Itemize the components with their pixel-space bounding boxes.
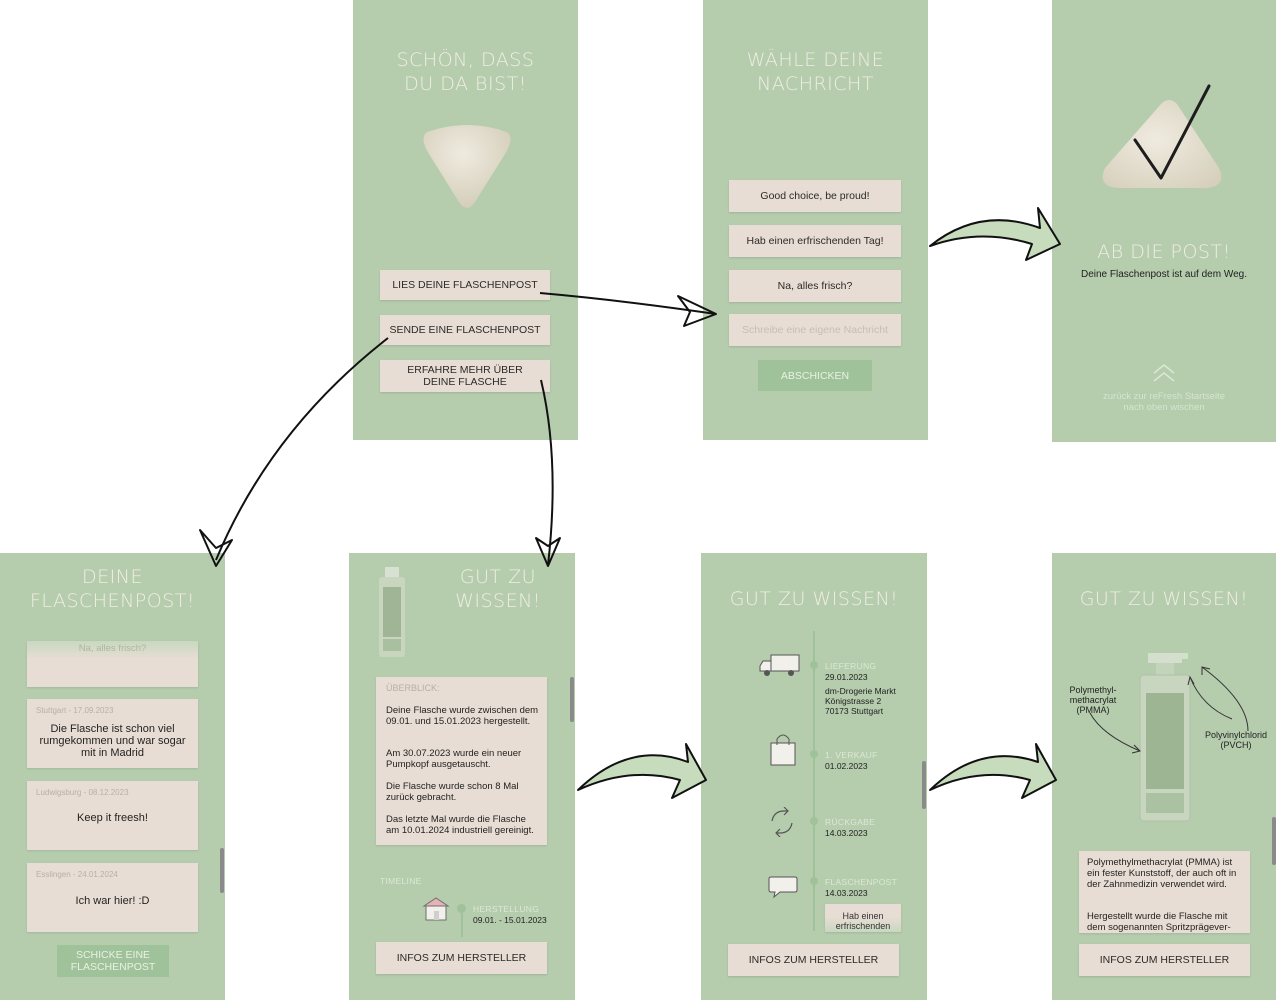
welcome-screen: SCHÖN, DASS DU DA BIST! LIES DEINE FLASC… bbox=[353, 0, 578, 440]
message-meta: Esslingen - 24.01.2024 bbox=[36, 870, 118, 879]
message-option[interactable]: Good choice, be proud! bbox=[729, 180, 901, 212]
truck-icon bbox=[759, 654, 800, 676]
factory-house-icon bbox=[422, 897, 450, 921]
back-hint-line2: nach oben wischen bbox=[1123, 402, 1205, 413]
event-label: FLASCHENPOST bbox=[825, 877, 898, 887]
event-date: 01.02.2023 bbox=[825, 761, 868, 771]
overview-card: ÜBERBLICK: Deine Flasche wurde zwischen … bbox=[376, 677, 547, 845]
message-card[interactable]: Stuttgart - 17.09.2023 Die Flasche ist s… bbox=[27, 699, 198, 768]
timeline-label: TIMELINE bbox=[380, 876, 422, 886]
swoosh-arrow-info2-to-info3 bbox=[929, 743, 1057, 799]
timeline-axis bbox=[813, 631, 815, 931]
choose-message-screen: WÄHLE DEINE NACHRICHT Good choice, be pr… bbox=[703, 0, 928, 440]
message-option[interactable]: Na, alles frisch? bbox=[729, 270, 901, 302]
event-address-line: dm-Drogerie Markt bbox=[825, 686, 896, 696]
sent-title: AB DIE POST! bbox=[1097, 241, 1231, 263]
material-label-left: Polymethyl-methacrylat (PMMA) bbox=[1069, 685, 1117, 715]
send-bottle-message-button[interactable]: SCHICKE EINE FLASCHENPOST bbox=[57, 945, 169, 977]
welcome-title: SCHÖN, DASS DU DA BIST! bbox=[396, 49, 535, 95]
event-date: 14.03.2023 bbox=[825, 828, 868, 838]
timeline-dot bbox=[810, 877, 818, 885]
message-meta: Stuttgart - 17.09.2023 bbox=[36, 706, 114, 715]
manufacturer-info-button[interactable]: INFOS ZUM HERSTELLER bbox=[376, 942, 547, 974]
overview-label: ÜBERBLICK: bbox=[386, 683, 440, 693]
timeline-dot bbox=[810, 750, 818, 758]
checkmark-cap-icon bbox=[1102, 84, 1222, 188]
timeline-screen-title: GUT ZU WISSEN! bbox=[729, 588, 899, 610]
message-meta: Ludwigsburg - 08.12.2023 bbox=[36, 788, 129, 797]
message-text: Die Flasche ist schon viel rumgekommen u… bbox=[39, 723, 186, 759]
info-timeline-screen: GUT ZU WISSEN! LIEFERUNG 29.01.2023 dm-D… bbox=[701, 553, 927, 1000]
event-date: 14.03.2023 bbox=[825, 888, 868, 898]
message-preview-card[interactable]: Hab einen erfrischenden bbox=[825, 904, 901, 932]
timeline-dot bbox=[810, 817, 818, 825]
timeline-item-date: 09.01. - 15.01.2023 bbox=[473, 915, 547, 925]
overview-paragraph: Die Flasche wurde schon 8 Mal zurück geb… bbox=[386, 781, 519, 803]
sent-subtitle: Deine Flaschenpost ist auf dem Weg. bbox=[1080, 269, 1247, 280]
timeline-item-label: HERSTELLUNG bbox=[473, 904, 540, 914]
timeline-line bbox=[461, 909, 463, 937]
top-message-text: Na, alles frisch? bbox=[78, 643, 147, 654]
materials-title: GUT ZU WISSEN! bbox=[1079, 588, 1249, 610]
scrollbar[interactable] bbox=[220, 848, 224, 893]
material-info-paragraph: Hergestellt wurde die Flasche mit dem so… bbox=[1087, 911, 1231, 933]
scrollbar[interactable] bbox=[1272, 817, 1276, 865]
swoosh-arrow-choose-to-sent bbox=[929, 207, 1061, 261]
info-overview-screen: GUT ZU WISSEN! ÜBERBLICK: Deine Flasche … bbox=[349, 553, 575, 1000]
event-label: 1. VERKAUF bbox=[825, 750, 878, 760]
send-message-button[interactable]: SENDE EINE FLASCHENPOST bbox=[380, 315, 550, 345]
bottle-cap-logo-icon bbox=[423, 125, 511, 208]
message-text: Keep it freesh! bbox=[77, 812, 148, 824]
material-label-right: Polyvinylchlorid (PVCH) bbox=[1204, 730, 1268, 750]
material-info-card: Polymethylmethacrylat (PMMA) ist ein fes… bbox=[1079, 851, 1250, 933]
read-message-button[interactable]: LIES DEINE FLASCHENPOST bbox=[380, 270, 550, 300]
info-title: GUT ZU WISSEN! bbox=[455, 566, 541, 612]
inbox-screen: DEINE FLASCHENPOST! Na, alles frisch? St… bbox=[0, 553, 225, 1000]
custom-message-input[interactable]: Schreibe eine eigene Nachricht bbox=[729, 314, 901, 346]
event-label: LIEFERUNG bbox=[825, 661, 877, 671]
arrow-to-bottle bbox=[1089, 666, 1249, 754]
swoosh-arrow-info1-to-info2 bbox=[577, 743, 707, 799]
manufacturer-info-button[interactable]: INFOS ZUM HERSTELLER bbox=[728, 944, 899, 976]
chat-bubble-icon bbox=[768, 876, 798, 899]
scrollbar[interactable] bbox=[570, 677, 574, 722]
sent-screen: AB DIE POST! Deine Flaschenpost ist auf … bbox=[1052, 0, 1276, 442]
event-label: RÜCKGABE bbox=[825, 817, 876, 827]
choose-message-title: WÄHLE DEINE NACHRICHT bbox=[746, 49, 885, 95]
event-date: 29.01.2023 bbox=[825, 672, 868, 682]
timeline-dot bbox=[457, 904, 466, 913]
back-hint-line1: zurück zur reFresh Startseite bbox=[1103, 391, 1225, 402]
send-button[interactable]: ABSCHICKEN bbox=[758, 360, 872, 391]
recycle-icon bbox=[771, 807, 793, 837]
message-text: Ich war hier! :D bbox=[75, 895, 150, 907]
event-address-line: 70173 Stuttgart bbox=[825, 706, 884, 716]
top-message-card[interactable]: Na, alles frisch? bbox=[27, 641, 198, 687]
bottle-thumbnail-icon bbox=[379, 567, 405, 657]
material-info-paragraph: Polymethylmethacrylat (PMMA) ist ein fes… bbox=[1087, 857, 1237, 890]
timeline-dot bbox=[810, 661, 818, 669]
shopping-bag-icon bbox=[770, 734, 796, 766]
event-address-line: Königstrasse 2 bbox=[825, 696, 882, 706]
swipe-up-chevron-icon[interactable] bbox=[1152, 363, 1176, 383]
overview-paragraph: Deine Flasche wurde zwischen dem 09.01. … bbox=[386, 705, 539, 727]
info-materials-screen: GUT ZU WISSEN! Polymethyl-methacrylat (P… bbox=[1052, 553, 1276, 1000]
message-card[interactable]: Ludwigsburg - 08.12.2023 Keep it freesh! bbox=[27, 781, 198, 850]
learn-about-bottle-button[interactable]: ERFAHRE MEHR ÜBER DEINE FLASCHE bbox=[380, 360, 550, 392]
overview-paragraph: Am 30.07.2023 wurde ein neuer Pumpkopf a… bbox=[386, 748, 522, 770]
message-option[interactable]: Hab einen erfrischenden Tag! bbox=[729, 225, 901, 257]
bottle-illustration-icon bbox=[1139, 653, 1191, 822]
manufacturer-info-button[interactable]: INFOS ZUM HERSTELLER bbox=[1079, 944, 1250, 976]
scrollbar[interactable] bbox=[922, 761, 926, 809]
message-card[interactable]: Esslingen - 24.01.2024 Ich war hier! :D bbox=[27, 863, 198, 932]
overview-paragraph: Das letzte Mal wurde die Flasche am 10.0… bbox=[386, 814, 534, 836]
inbox-title: DEINE FLASCHENPOST! bbox=[30, 566, 195, 612]
message-preview-text: Hab einen erfrischenden bbox=[835, 911, 891, 931]
